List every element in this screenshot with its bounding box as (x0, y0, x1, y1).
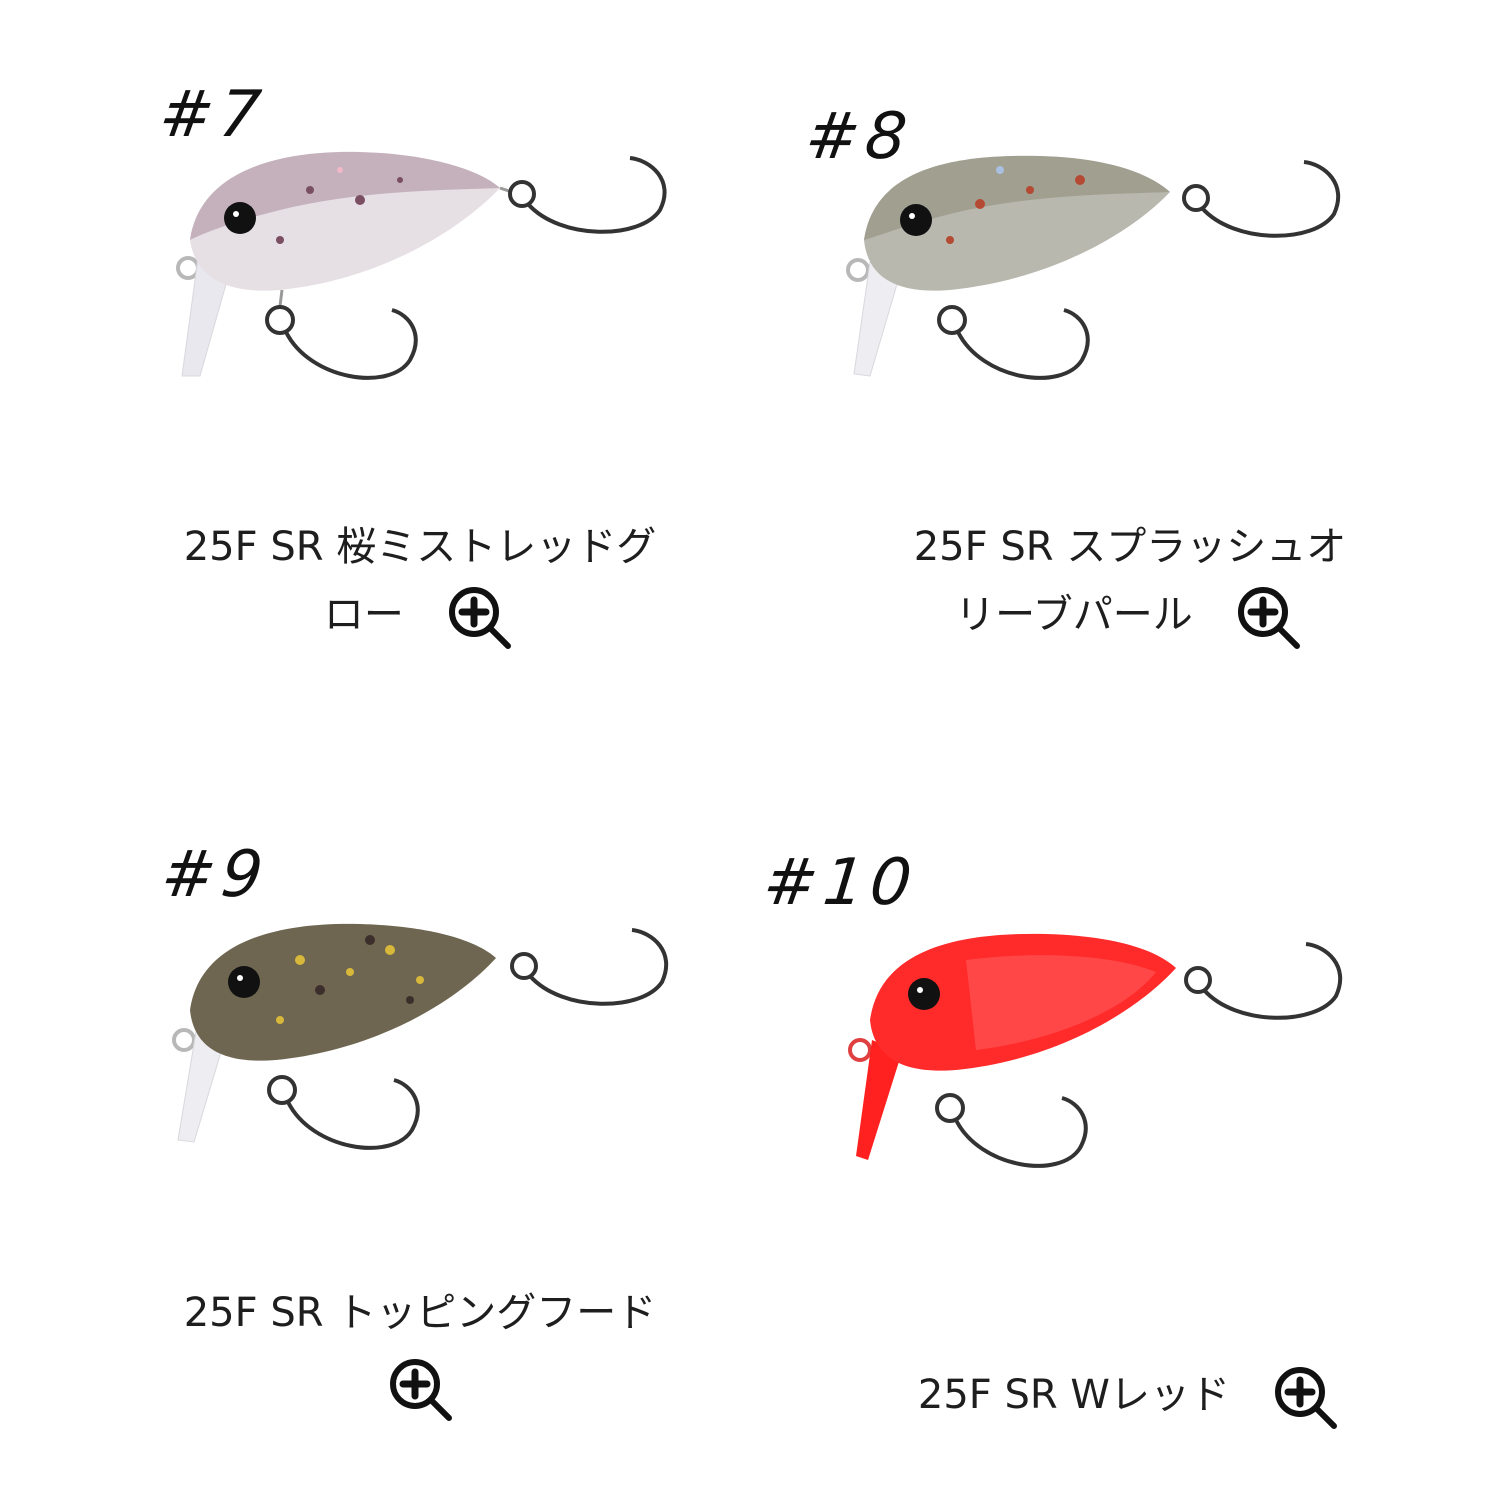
color-number: #9 (158, 838, 273, 912)
zoom-in-magnifier-icon[interactable] (1231, 580, 1305, 654)
product-card-9: #9 25F SR トッピングフード (0, 750, 750, 1500)
product-card-8: #8 25F SR スプラッシュオ リーブパール (750, 0, 1500, 750)
product-name-line1: 25F SR トッピングフード (183, 1290, 657, 1336)
product-name-line1: 25F SR スプラッシュオ (913, 524, 1347, 570)
lure-image[interactable] (160, 910, 700, 1180)
lure-image[interactable] (846, 920, 1386, 1190)
product-name-line2: ロー (323, 592, 404, 638)
product-name-line1: 25F SR 桜ミストレッドグ (183, 524, 657, 570)
lure-image[interactable] (840, 140, 1380, 410)
product-card-7: #7 25F SR 桜ミストレッドグ ロー (0, 0, 750, 750)
lure-image[interactable] (160, 130, 700, 400)
product-name[interactable]: 25F SR Wレッド (810, 1360, 1450, 1434)
color-number: #10 (760, 846, 921, 920)
product-name[interactable]: 25F SR スプラッシュオ リーブパール (810, 514, 1450, 654)
product-name-line2: リーブパール (955, 592, 1193, 638)
product-card-10: #10 25F SR Wレッド (750, 750, 1500, 1500)
zoom-in-magnifier-icon[interactable] (1268, 1360, 1342, 1434)
product-name-line1: 25F SR Wレッド (917, 1372, 1230, 1418)
product-name[interactable]: 25F SR 桜ミストレッドグ ロー (100, 514, 740, 654)
product-name[interactable]: 25F SR トッピングフード (100, 1280, 740, 1426)
zoom-in-magnifier-icon[interactable] (442, 580, 516, 654)
zoom-in-magnifier-icon[interactable] (383, 1352, 457, 1426)
